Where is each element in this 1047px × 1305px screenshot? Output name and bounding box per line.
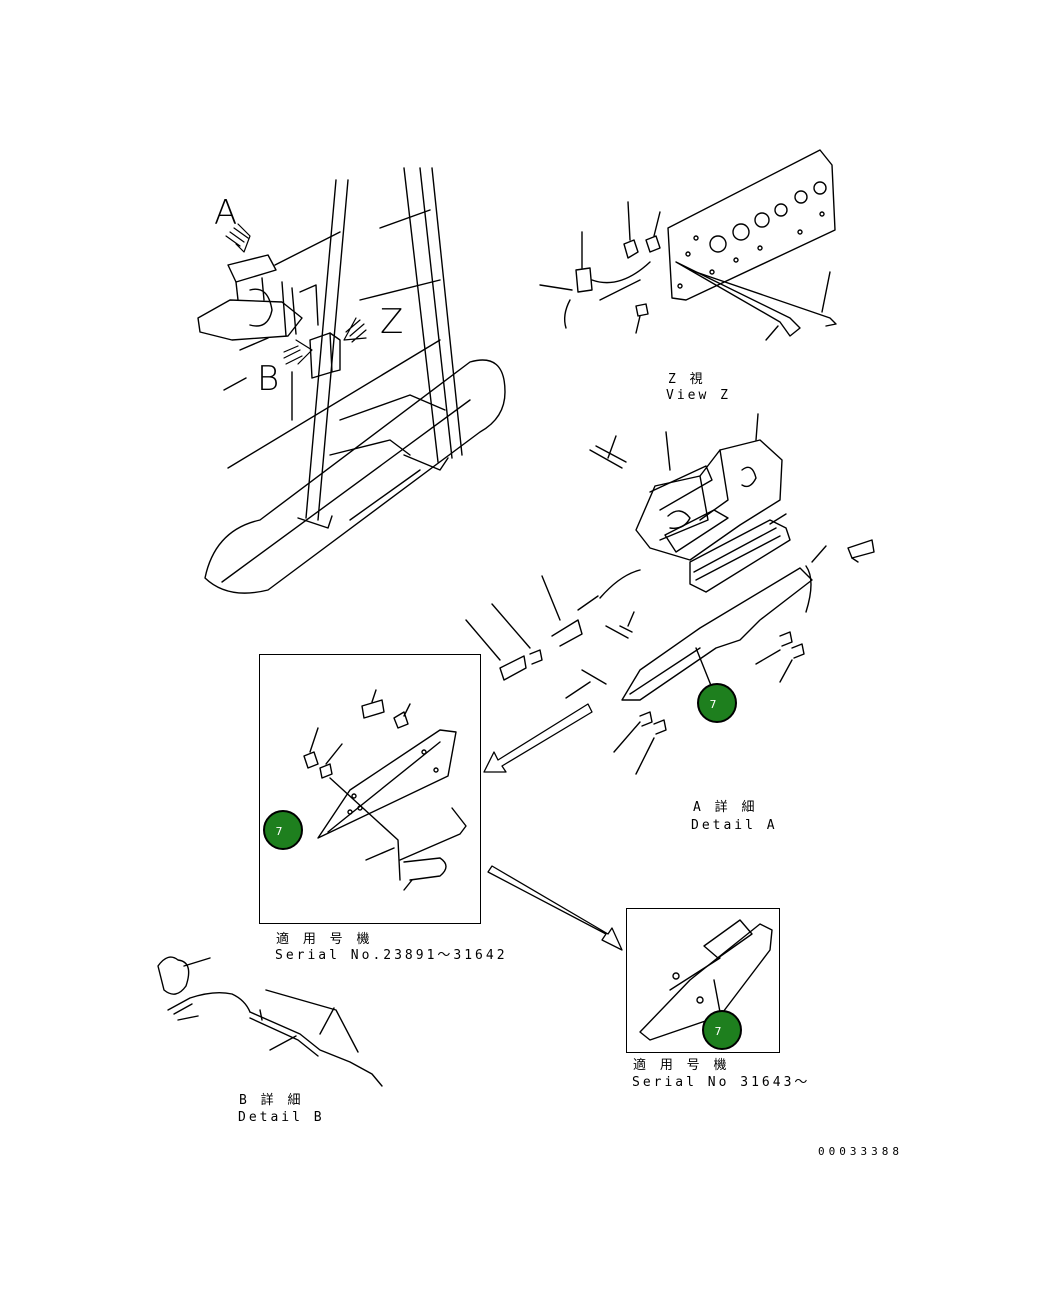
drawing-number: 00033388 — [818, 1145, 903, 1158]
part-callout-number: 7 — [714, 1024, 722, 1038]
part-callout-number: 7 — [709, 697, 717, 711]
view-z-title-en: View Z — [666, 388, 731, 403]
detail-a-title-jp: A 詳 細 — [693, 800, 758, 815]
detail-a-title-en: Detail A — [691, 818, 778, 833]
serial-new-title-en: Serial No 31643～ — [632, 1075, 811, 1090]
arrow-to-new-box — [487, 865, 623, 951]
detail-box-serial-old — [259, 654, 481, 924]
detail-b-title-en: Detail B — [238, 1110, 325, 1125]
serial-old-title-en: Serial No.23891～31642 — [275, 948, 508, 963]
detail-b-drawing — [157, 956, 383, 1087]
detail-box-serial-new — [626, 908, 780, 1053]
part-callout-7-serial-old[interactable]: 7 — [263, 810, 303, 850]
serial-new-title-jp: 適 用 号 機 — [633, 1058, 730, 1073]
part-callout-7-detail-a[interactable]: 7 — [697, 683, 737, 723]
arrow-to-old-box — [483, 703, 593, 773]
detail-serial-new-drawing — [639, 919, 773, 1041]
view-z-panel-drawing — [539, 149, 837, 341]
detail-b-title-jp: B 詳 細 — [239, 1093, 304, 1108]
machine-overview — [197, 167, 506, 594]
detail-a-drawing — [465, 413, 875, 775]
part-callout-number: 7 — [275, 824, 283, 838]
label-b: B — [257, 359, 280, 399]
label-a: A — [214, 193, 238, 233]
detail-serial-old-drawing — [303, 689, 467, 891]
view-z-title-jp: Z 視 — [668, 372, 706, 387]
part-callout-7-serial-new[interactable]: 7 — [702, 1010, 742, 1050]
label-z: Z — [380, 302, 404, 342]
serial-old-title-jp: 適 用 号 機 — [276, 932, 373, 947]
